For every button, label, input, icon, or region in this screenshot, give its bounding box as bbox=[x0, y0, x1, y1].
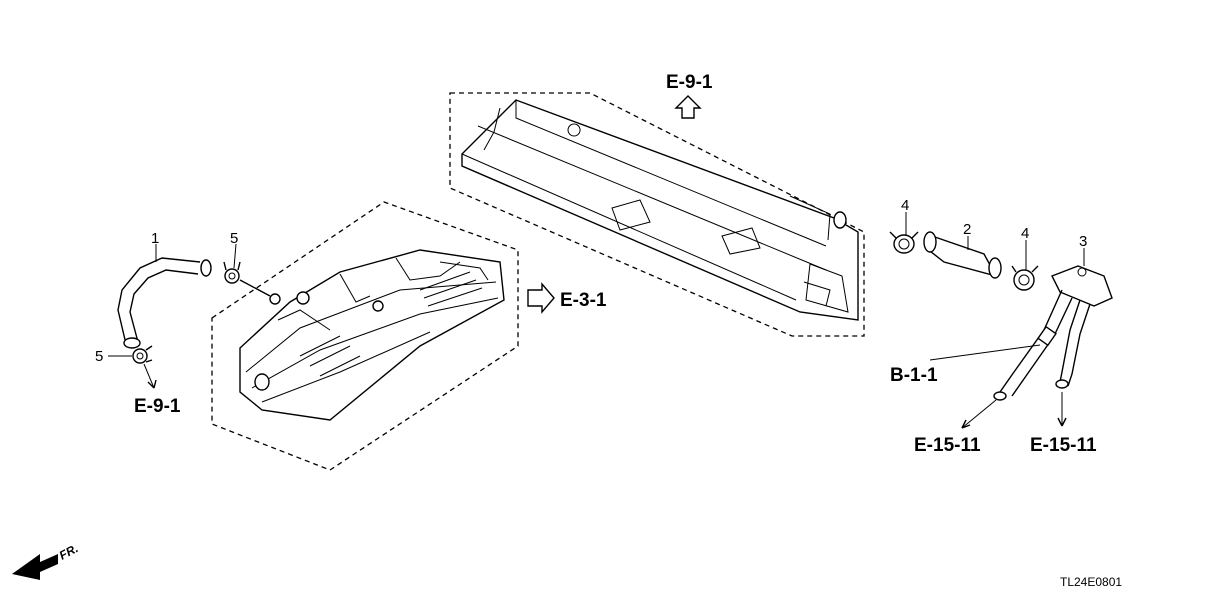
intake-manifold-part bbox=[239, 249, 505, 421]
head-cover-part bbox=[461, 99, 859, 321]
arrow-leader-e91-left bbox=[143, 363, 155, 389]
ref-b11: B-1-1 bbox=[890, 365, 938, 386]
arrow-head-e91-left bbox=[147, 379, 157, 389]
arrow-head-e1511-left bbox=[961, 419, 971, 429]
front-arrow-icon bbox=[12, 554, 58, 580]
clamp-part5-upper bbox=[223, 261, 241, 284]
ref-e1511-right: E-15-11 bbox=[1030, 435, 1097, 456]
connector-line bbox=[239, 279, 271, 297]
ref-e91-left: E-9-1 bbox=[134, 396, 181, 417]
pcv-hose-part2 bbox=[923, 231, 1002, 279]
up-arrow-icon bbox=[674, 95, 702, 119]
arrow-leader-e1511-left bbox=[961, 399, 997, 429]
right-arrow-icon bbox=[527, 282, 555, 314]
callout-part2: 2 bbox=[963, 221, 971, 238]
callout-part5-upper: 5 bbox=[230, 230, 238, 247]
connector-nipple bbox=[269, 293, 281, 305]
arrow-head-e1511-right bbox=[1057, 417, 1067, 427]
ref-e1511-left: E-15-11 bbox=[914, 435, 981, 456]
pcv-tube-part3 bbox=[993, 265, 1113, 401]
clamp-part4-right bbox=[1011, 265, 1039, 291]
clamp-part5-lower bbox=[132, 345, 153, 364]
callout-part5-lower: 5 bbox=[95, 348, 103, 365]
ref-e31: E-3-1 bbox=[560, 290, 607, 311]
leader-b11 bbox=[929, 344, 1041, 361]
callout-part4-right: 4 bbox=[1021, 225, 1029, 242]
clamp-part4-left bbox=[889, 231, 919, 254]
callout-part1: 1 bbox=[151, 230, 159, 247]
head-cover-boundary bbox=[449, 92, 865, 337]
leader-part5-upper bbox=[233, 243, 237, 269]
front-marker-label: FR. bbox=[57, 541, 81, 562]
diagram-code: TL24E0801 bbox=[1060, 575, 1122, 589]
ref-e91-top: E-9-1 bbox=[666, 72, 713, 93]
callout-part4-left: 4 bbox=[901, 197, 909, 214]
breather-hose-part1 bbox=[117, 257, 212, 349]
intake-manifold-boundary bbox=[211, 201, 519, 471]
callout-part3: 3 bbox=[1079, 233, 1087, 250]
